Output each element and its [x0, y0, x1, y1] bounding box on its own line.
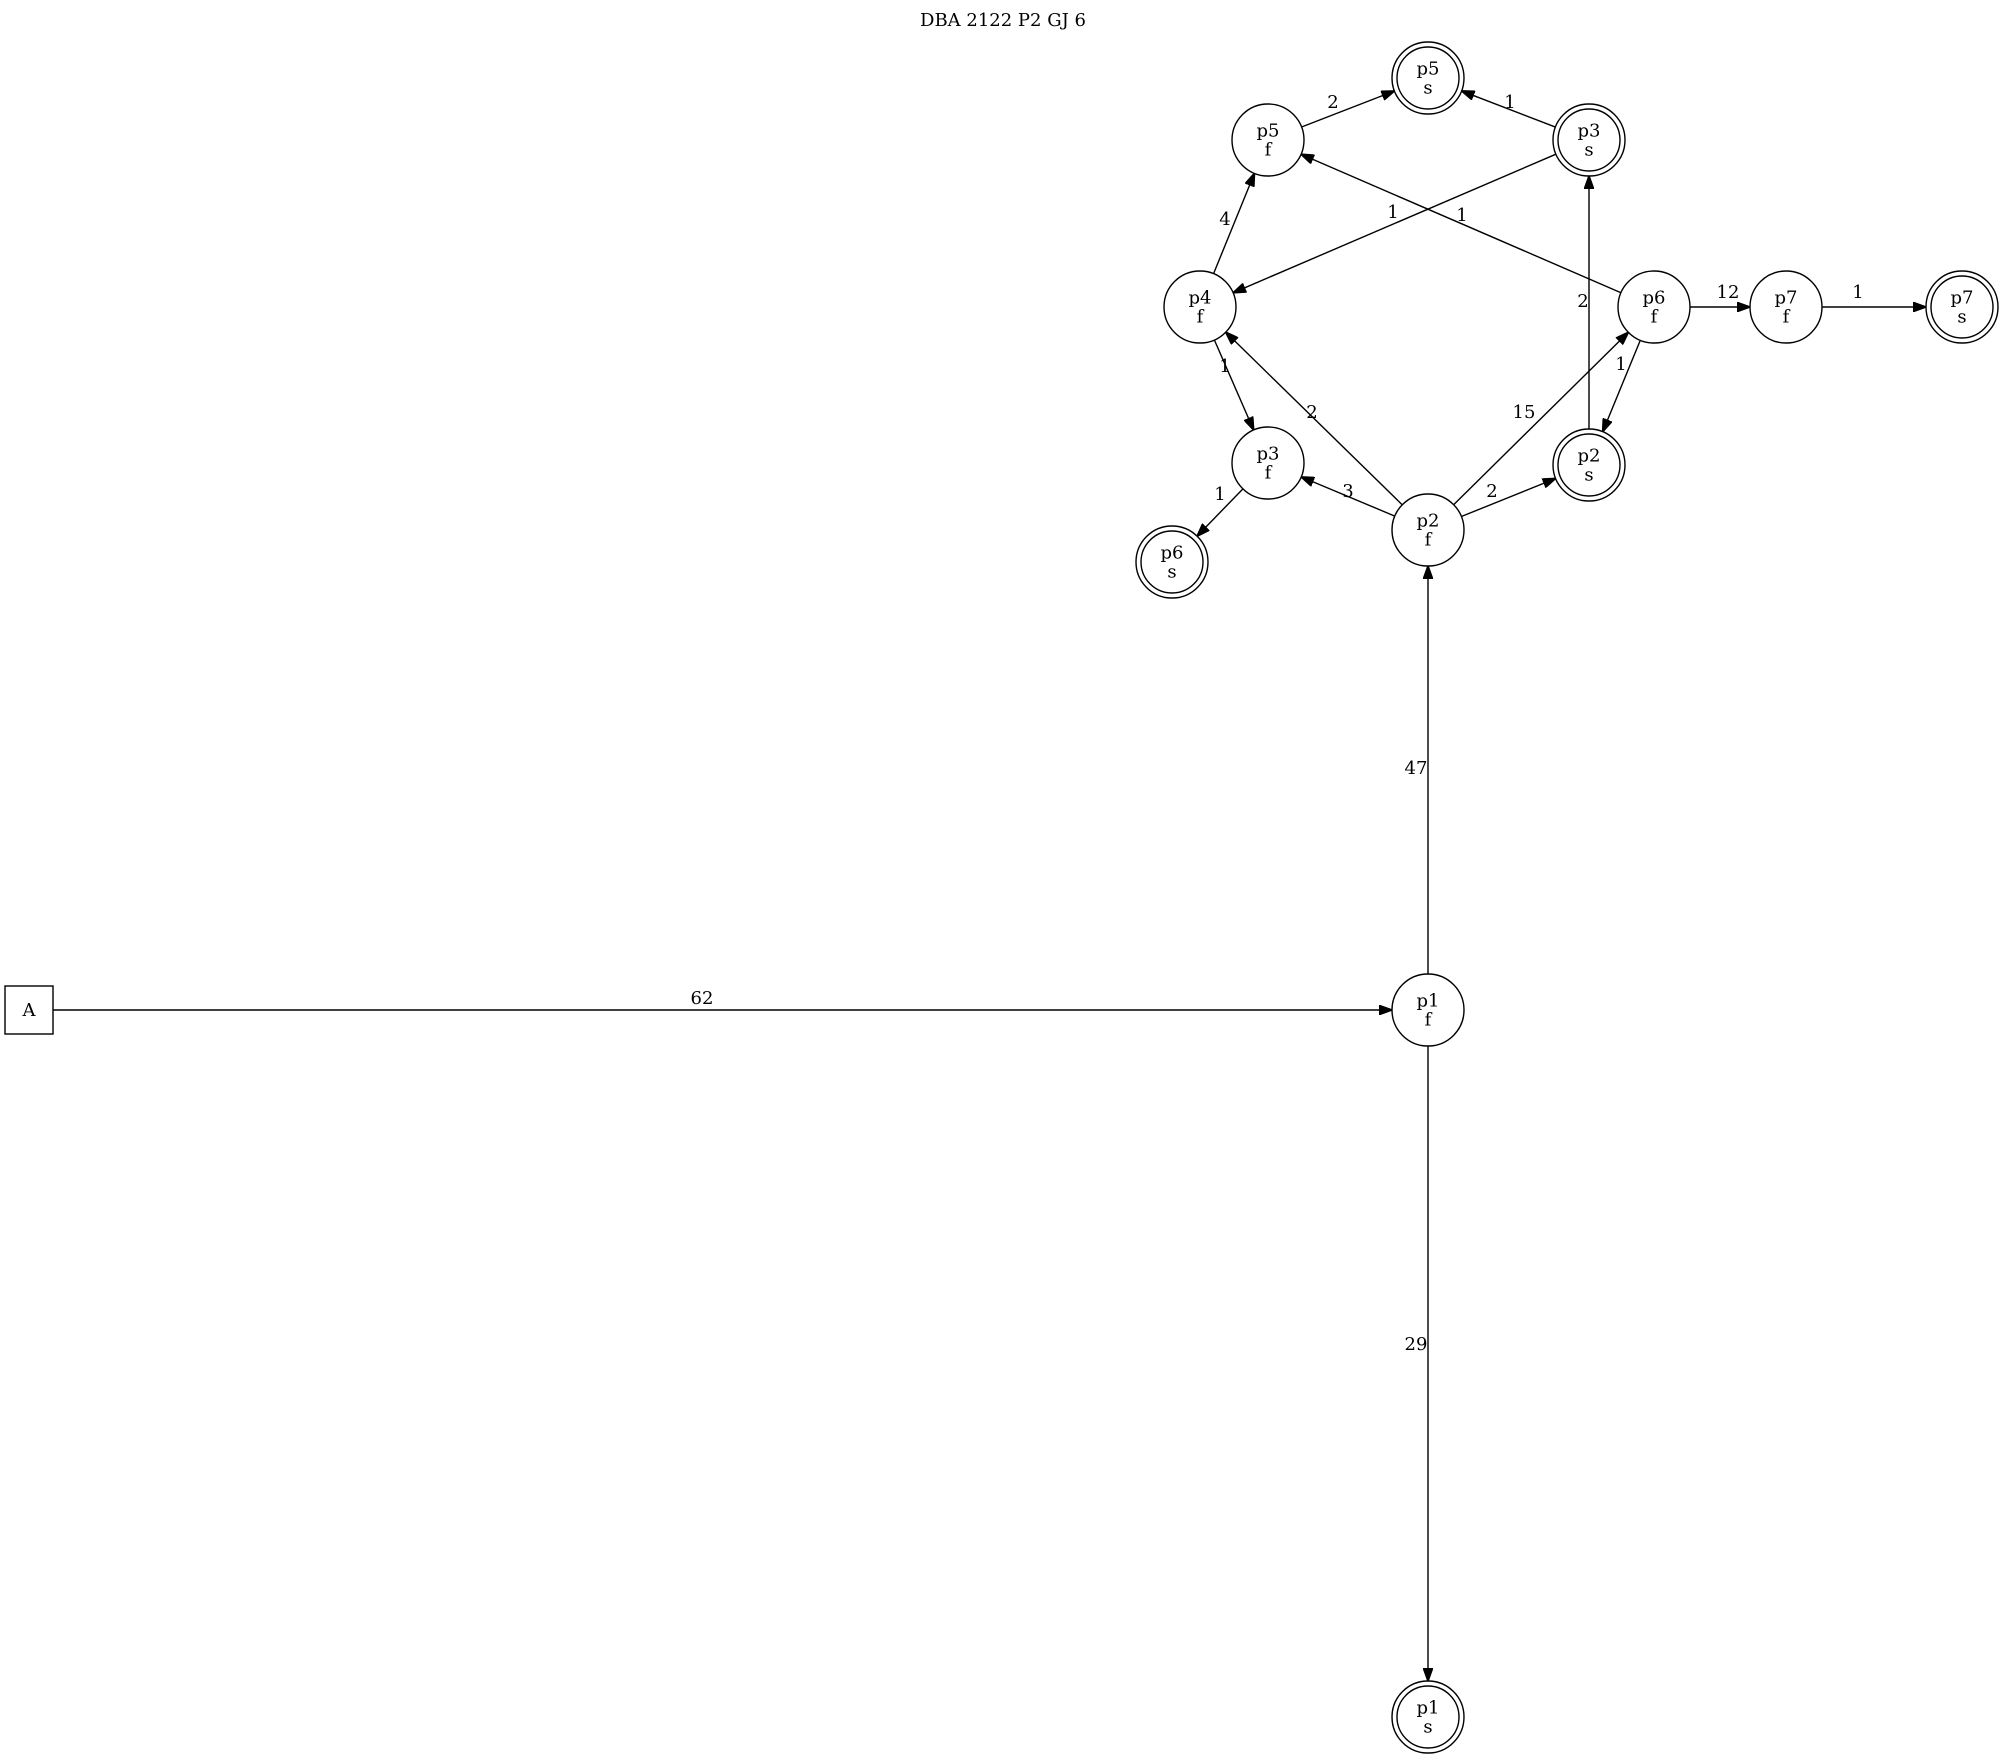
node-p2s-label-0: p2	[1578, 446, 1601, 467]
node-p3s-label-0: p3	[1578, 121, 1601, 142]
node-p5s-label-0: p5	[1417, 59, 1440, 80]
node-p1f: p1f	[1391, 973, 1465, 1047]
node-p1s-inner-circle	[1396, 1685, 1460, 1749]
node-p4f-label-0: p4	[1189, 288, 1212, 309]
node-p1s-label-1: s	[1423, 1717, 1432, 1738]
node-p7s: p7s	[1925, 270, 1999, 344]
node-p4f-label-1: f	[1197, 307, 1205, 328]
node-p6s-inner-circle	[1140, 530, 1204, 594]
edge-p4f-to-p5f	[1212, 173, 1255, 274]
node-p7s-label-1: s	[1957, 307, 1966, 328]
node-p7f: p7f	[1749, 270, 1823, 344]
node-p1s: p1s	[1391, 1680, 1465, 1754]
node-p4f-circle	[1163, 270, 1237, 344]
node-p3s-inner-circle	[1557, 108, 1621, 172]
node-p3f-label-1: f	[1265, 463, 1273, 484]
diagram-title: DBA 2122 P2 GJ 6	[920, 10, 1086, 31]
node-p5s: p5s	[1391, 41, 1465, 115]
node-p7f-label-1: f	[1783, 307, 1791, 328]
node-p4f: p4f	[1163, 270, 1237, 344]
edge-label-p3f-to-p6s: 1	[1214, 484, 1225, 505]
node-p2f-circle	[1391, 493, 1465, 567]
node-p6f-label-0: p6	[1643, 288, 1666, 309]
node-p2f-label-0: p2	[1417, 511, 1440, 532]
node-p2s: p2s	[1552, 428, 1626, 502]
edge-label-p6f-to-p2s: 1	[1615, 354, 1626, 375]
node-p7s-label-0: p7	[1951, 288, 1974, 309]
edge-label-p2f-to-p2s: 2	[1486, 481, 1497, 502]
edge-label-p2s-to-p3s: 2	[1577, 291, 1588, 312]
node-p1f-circle	[1391, 973, 1465, 1047]
edge-p3f-to-p6s	[1197, 488, 1244, 536]
edge-p2f-to-p6f	[1453, 332, 1629, 506]
edge-p6f-to-p2s	[1603, 340, 1641, 431]
node-p5f: p5f	[1231, 103, 1305, 177]
node-p1f-label-1: f	[1425, 1010, 1433, 1031]
node-p6s-label-0: p6	[1161, 543, 1184, 564]
node-p3s: p3s	[1552, 103, 1626, 177]
node-p1f-label-0: p1	[1417, 991, 1440, 1012]
node-p6f: p6f	[1617, 270, 1691, 344]
node-p2s-inner-circle	[1557, 433, 1621, 497]
edge-p6f-to-p5f	[1301, 154, 1622, 294]
node-p3s-label-1: s	[1584, 140, 1593, 161]
node-A: A	[4, 985, 54, 1035]
node-p3f: p3f	[1231, 426, 1305, 500]
edge-label-p2f-to-p4f: 2	[1306, 402, 1317, 423]
node-p5f-label-1: f	[1265, 140, 1273, 161]
node-p1s-label-0: p1	[1417, 1698, 1440, 1719]
node-p5s-inner-circle	[1396, 46, 1460, 110]
edge-label-p1f-to-p1s: 29	[1405, 1334, 1428, 1355]
node-p7f-label-0: p7	[1775, 288, 1798, 309]
edge-p3s-to-p5s	[1462, 91, 1556, 128]
edge-label-p6f-to-p5f: 1	[1456, 205, 1467, 226]
edge-label-p3s-to-p4f: 1	[1387, 202, 1398, 223]
node-A-box	[4, 985, 54, 1035]
node-p7f-circle	[1749, 270, 1823, 344]
node-p5f-circle	[1231, 103, 1305, 177]
node-p5s-label-1: s	[1423, 78, 1432, 99]
node-A-label-0: A	[22, 1000, 37, 1021]
edge-p5f-to-p5s	[1301, 91, 1395, 128]
node-p6s: p6s	[1135, 525, 1209, 599]
edges-layer	[53, 91, 1926, 1681]
edge-p3s-to-p4f	[1233, 153, 1557, 293]
edge-label-A-to-p1f: 62	[691, 988, 714, 1009]
edge-p2f-to-p2s	[1461, 478, 1555, 518]
edge-label-p6f-to-p7f: 12	[1717, 282, 1740, 303]
node-p6f-label-1: f	[1651, 307, 1659, 328]
node-p5f-label-0: p5	[1257, 121, 1280, 142]
edge-label-p2f-to-p3f: 3	[1342, 481, 1353, 502]
edge-p4f-to-p3f	[1213, 339, 1253, 430]
node-p6s-label-1: s	[1167, 562, 1176, 583]
edge-label-p4f-to-p5f: 4	[1219, 209, 1230, 230]
node-p3f-circle	[1231, 426, 1305, 500]
node-p3f-label-0: p3	[1257, 444, 1280, 465]
edge-label-p1f-to-p2f: 47	[1405, 758, 1428, 779]
edge-label-p7f-to-p7s: 1	[1852, 282, 1863, 303]
node-p7s-inner-circle	[1930, 275, 1994, 339]
edge-label-p3s-to-p5s: 1	[1504, 92, 1515, 113]
node-p2f: p2f	[1391, 493, 1465, 567]
edge-label-p2f-to-p6f: 15	[1513, 402, 1536, 423]
edge-p2f-to-p3f	[1301, 477, 1396, 517]
edge-p2f-to-p4f	[1226, 332, 1403, 506]
node-p2f-label-1: f	[1425, 530, 1433, 551]
node-p2s-label-1: s	[1584, 465, 1593, 486]
edge-label-p4f-to-p3f: 1	[1219, 356, 1230, 377]
node-p6f-circle	[1617, 270, 1691, 344]
edge-label-p5f-to-p5s: 2	[1327, 92, 1338, 113]
